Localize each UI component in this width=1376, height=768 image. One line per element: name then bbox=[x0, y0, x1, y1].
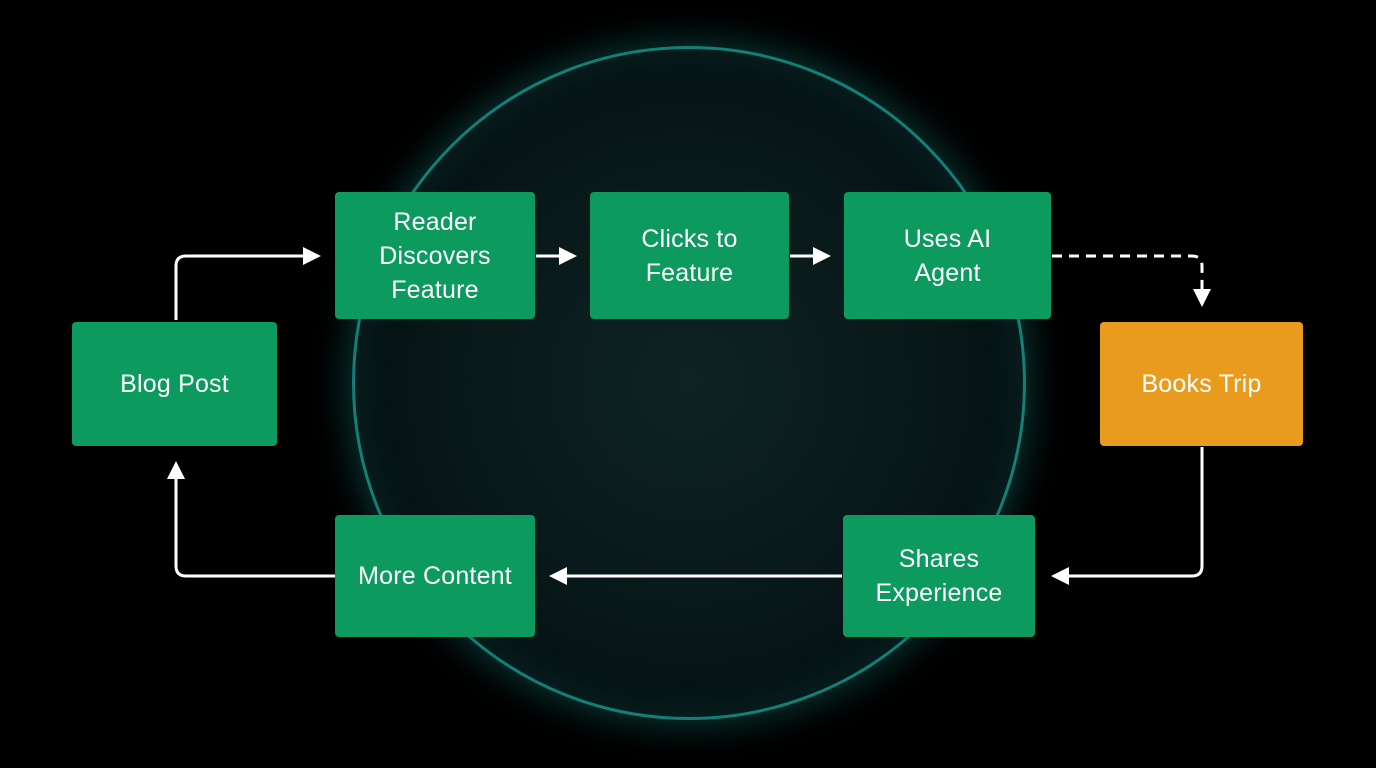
node-uses-ai-agent: Uses AI Agent bbox=[844, 192, 1051, 319]
node-books-trip: Books Trip bbox=[1100, 322, 1303, 446]
node-shares-experience: Shares Experience bbox=[843, 515, 1035, 637]
node-blog-post: Blog Post bbox=[72, 322, 277, 446]
connector-blog-post-to-reader-discovers bbox=[174, 247, 321, 320]
node-more-content: More Content bbox=[335, 515, 535, 637]
connector-books-trip-to-shares-experience bbox=[1051, 447, 1204, 585]
connector-more-content-to-blog-post bbox=[167, 461, 335, 578]
node-reader-discovers-feature: Reader Discovers Feature bbox=[335, 192, 535, 319]
connector-uses-ai-agent-to-books-trip bbox=[1052, 254, 1211, 307]
node-clicks-to-feature: Clicks to Feature bbox=[590, 192, 789, 319]
